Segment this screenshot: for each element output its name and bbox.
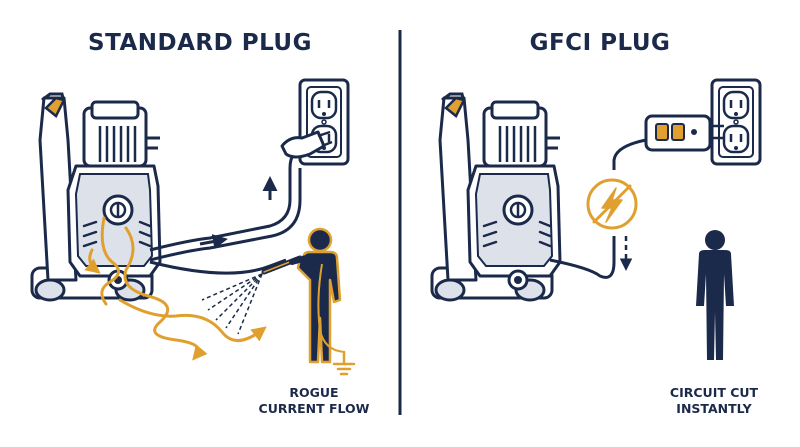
person-icon [289,227,345,364]
pressure-washer-icon [430,92,562,302]
person-icon [696,230,734,360]
water-spray [201,273,263,335]
caption-line: CIRCUIT CUT [669,385,759,400]
circuit-cut-caption: CIRCUIT CUT INSTANTLY [629,385,799,417]
standard-plug-title: STANDARD PLUG [88,30,312,56]
rogue-current-path [84,216,267,361]
caption-line: ROGUE [289,385,339,400]
caption-line: CURRENT FLOW [258,401,370,416]
wall-outlet-icon [710,78,762,166]
plug-icon [280,130,333,159]
gfci-cord [549,236,616,279]
gfci-adapter-icon [644,114,724,152]
gfci-cord-upper [612,138,647,170]
lightning-bolt-icon [586,178,638,230]
caption-line: INSTANTLY [676,401,752,416]
ground-symbol-icon [332,350,356,376]
gfci-plug-title: GFCI PLUG [529,30,671,56]
spray-hose [149,258,287,275]
power-cord-path [149,144,307,262]
rogue-current-caption: ROGUE CURRENT FLOW [229,385,399,417]
current-arrow-right [199,234,228,249]
